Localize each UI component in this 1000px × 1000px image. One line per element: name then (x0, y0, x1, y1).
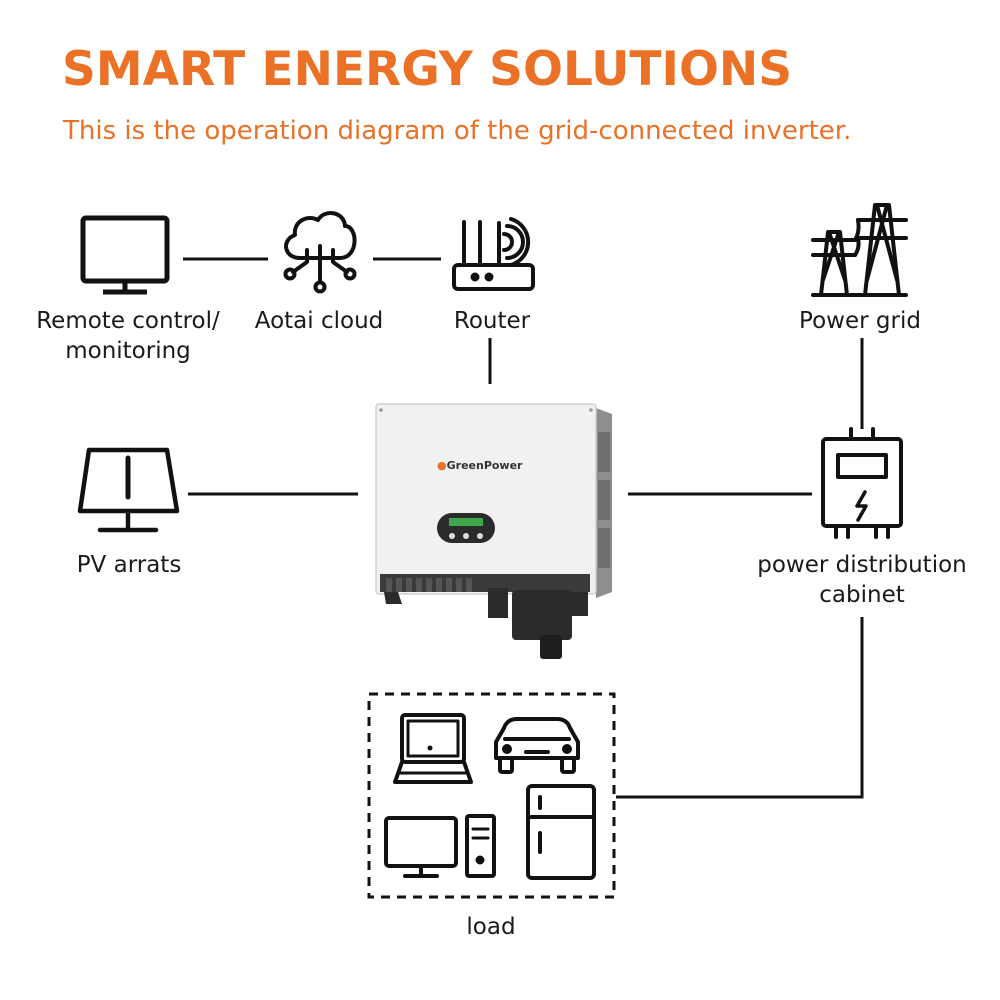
cabinet-label-line1: power distribution (757, 552, 967, 578)
refrigerator-icon (526, 784, 596, 880)
remote-label: Remote control/ monitoring (36, 306, 220, 366)
page-subtitle: This is the operation diagram of the gri… (63, 116, 852, 146)
laptop-icon (393, 713, 473, 784)
inverter-brand-label: GreenPower (446, 459, 523, 472)
router-icon (452, 217, 535, 291)
link-cabinet-load (616, 617, 864, 799)
remote-label-line2: monitoring (65, 338, 191, 364)
pv-label: PV arrats (76, 552, 182, 578)
car-icon (494, 717, 580, 774)
distribution-cabinet-icon (821, 427, 903, 539)
desktop-computer-icon (384, 814, 496, 878)
cabinet-label: power distribution cabinet (757, 550, 966, 610)
connection-lines (183, 257, 864, 799)
solar-panel-icon (77, 447, 180, 533)
cloud-network-icon (283, 211, 357, 294)
grid-label: Power grid (799, 308, 921, 334)
brand-g-mark: ● (437, 459, 447, 472)
inverter-brand: ●GreenPower (437, 459, 522, 472)
load-label: load (466, 914, 516, 940)
cloud-label: Aotai cloud (254, 308, 384, 334)
remote-label-line1: Remote control/ (36, 308, 220, 334)
router-label: Router (453, 308, 531, 334)
cabinet-label-line2: cabinet (819, 582, 905, 608)
page-title: SMART ENERGY SOLUTIONS (62, 42, 793, 97)
transmission-tower-icon (811, 203, 908, 297)
monitor-icon (80, 215, 170, 295)
inverter-icon (375, 403, 612, 659)
